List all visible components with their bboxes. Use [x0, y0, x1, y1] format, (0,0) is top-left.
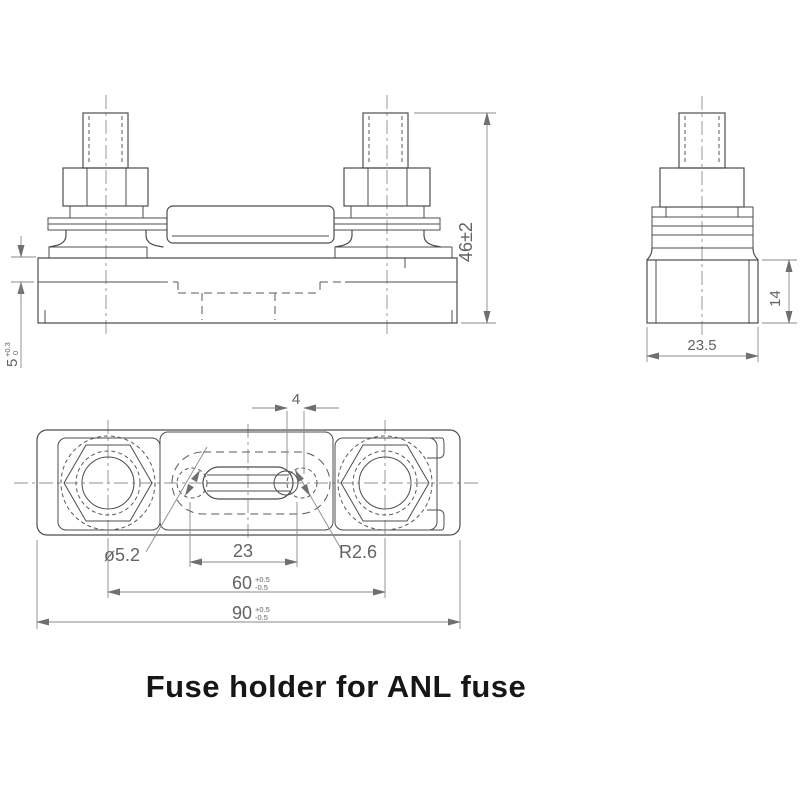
front-view: [37, 95, 458, 336]
side-view-dimensions: 14 23.5: [646, 259, 797, 362]
dim-base-width: 23.5: [687, 337, 716, 354]
dim-overall-length-tol-upper: +0.5: [255, 605, 270, 614]
dim-step-height: 5: [4, 359, 21, 367]
dim-overall-length: 90: [232, 603, 252, 623]
dim-step-height-tol-upper: +0.3: [3, 342, 12, 357]
top-view: [14, 420, 478, 540]
dim-corner-radius: R2.6: [339, 542, 377, 562]
dim-step-height-tol-lower: 0: [11, 351, 20, 355]
dim-overall-length-tol-lower: -0.5: [255, 613, 268, 622]
dim-slot-end-width: 4: [292, 391, 300, 408]
front-view-dimensions: 46±2 5 +0.3 0: [3, 112, 496, 368]
drawing-caption: Fuse holder for ANL fuse: [146, 669, 527, 704]
dim-stud-spacing: 60: [232, 573, 252, 593]
dim-stud-spacing-tol-lower: -0.5: [255, 583, 268, 592]
dim-stud-spacing-tol-upper: +0.5: [255, 575, 270, 584]
side-view: [646, 96, 759, 338]
dim-base-height: 14: [767, 290, 784, 307]
top-view-dimensions: 4 ø5.2 R2.6 23 60 +0.5 -0.5 90 +0.5 -0.5: [36, 391, 461, 629]
dim-hole-diameter: ø5.2: [104, 545, 140, 565]
dim-slot-length: 23: [233, 541, 253, 561]
dim-overall-height: 46±2: [456, 222, 476, 262]
